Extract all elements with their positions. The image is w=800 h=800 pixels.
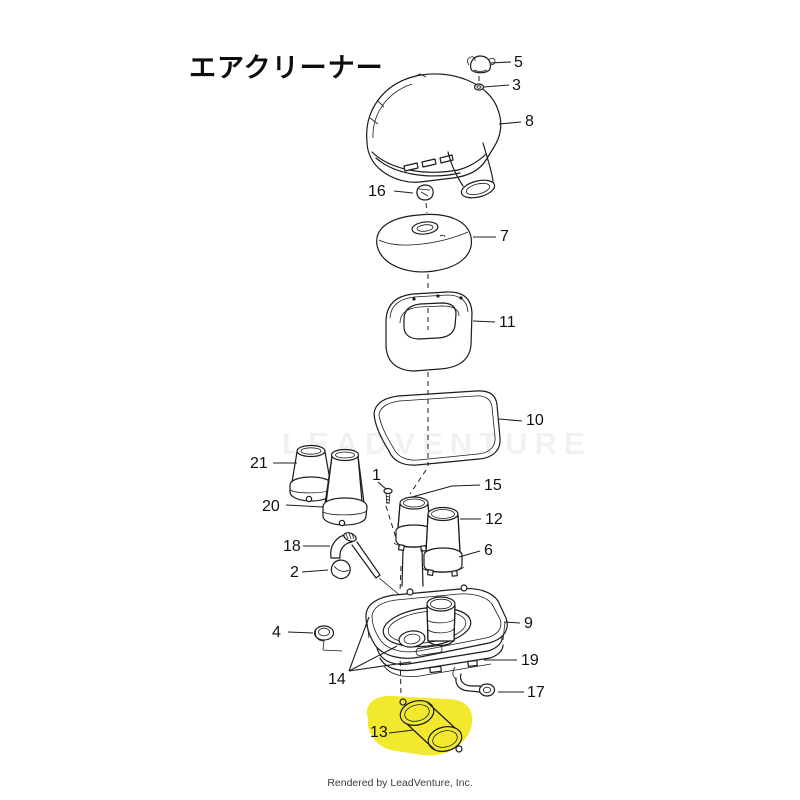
part-20-funnel-drawing [322,448,368,527]
part-label-16[interactable]: 16 [368,183,386,200]
page-title: エアクリーナー [189,53,384,83]
part-label-8[interactable]: 8 [525,113,534,130]
part-3-washer-drawing [473,83,485,91]
part-label-1[interactable]: 1 [372,467,381,484]
leader-lines [273,61,524,734]
part-label-20[interactable]: 20 [262,498,280,515]
part-7-foam-element-drawing [376,213,473,273]
part-label-15[interactable]: 15 [484,477,502,494]
part-9-case-drawing [365,584,508,665]
part-label-12[interactable]: 12 [485,511,503,528]
part-16-nut-drawing [416,184,434,201]
part-12-duct-drawing [421,506,465,577]
part-label-21[interactable]: 21 [250,455,268,472]
part-15-duct-drawing [393,496,435,587]
part-label-10[interactable]: 10 [526,412,544,429]
part-label-18[interactable]: 18 [283,538,301,555]
part-5-wingnut-drawing [467,55,496,74]
part-label-19[interactable]: 19 [521,652,539,669]
part-10-seal-drawing [373,390,501,466]
part-17-drain-tube-drawing [452,666,496,697]
part-label-9[interactable]: 9 [524,615,533,632]
part-label-2[interactable]: 2 [290,564,299,581]
part-2-clip-drawing [330,559,351,580]
part-label-13[interactable]: 13 [370,724,388,741]
part-label-17[interactable]: 17 [527,684,545,701]
part-label-4[interactable]: 4 [272,624,281,641]
part-labels: 5 3 8 16 7 11 10 21 1 15 20 12 6 18 2 9 … [250,54,545,741]
part-8-cover-drawing [366,73,502,199]
part-label-5[interactable]: 5 [514,54,523,71]
part-21-funnel-drawing [289,444,333,503]
part-label-6[interactable]: 6 [484,542,493,559]
footer-credit: Rendered by LeadVenture, Inc. [327,777,473,789]
part-label-3[interactable]: 3 [512,77,521,94]
part-13-gasket-drawing [399,698,463,753]
part-19-flange-drawing [379,644,504,677]
part-label-11[interactable]: 11 [499,314,516,331]
part-label-14[interactable]: 14 [328,671,346,688]
part-label-7[interactable]: 7 [500,228,509,245]
part-4-grommet-drawing [313,625,343,652]
part-1-screw-drawing [383,487,393,505]
part-11-filter-element-drawing [385,291,473,372]
part-13-highlight [366,695,473,756]
